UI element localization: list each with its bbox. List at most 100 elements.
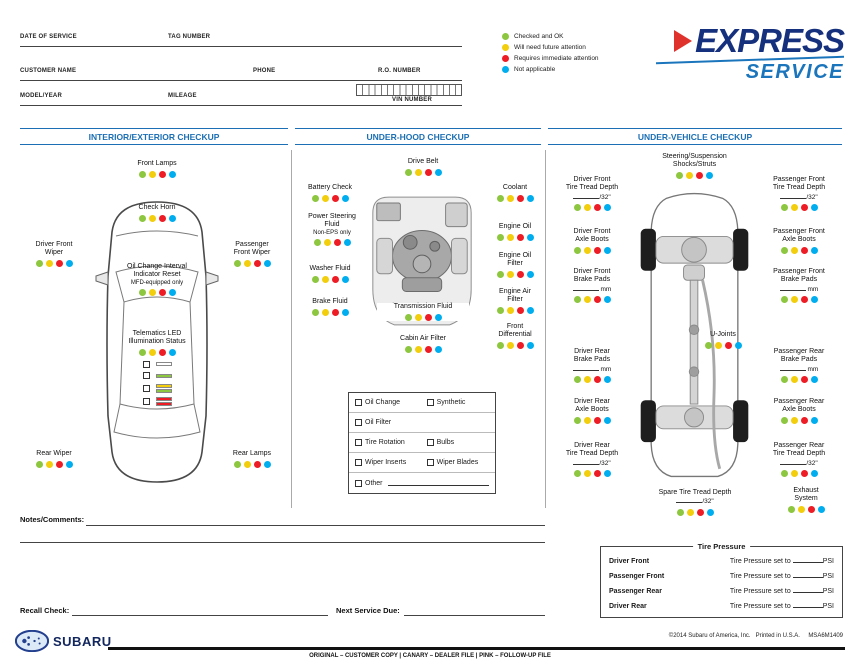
status-dot-immediate[interactable] xyxy=(424,313,432,321)
status-dot-immediate[interactable] xyxy=(253,460,261,468)
status-dot-future[interactable] xyxy=(506,342,514,349)
status-dot-immediate[interactable] xyxy=(696,508,704,516)
status-dot-ok[interactable] xyxy=(35,260,43,267)
status-dot-ok[interactable] xyxy=(496,233,504,241)
status-dot-na[interactable] xyxy=(706,172,713,179)
status-dot-future[interactable] xyxy=(686,172,693,179)
status-dot-future[interactable] xyxy=(790,417,798,424)
status-dot-future[interactable] xyxy=(506,307,514,314)
status-dot-ok[interactable] xyxy=(404,168,412,176)
status-dot-na[interactable] xyxy=(168,214,176,222)
status-dot-future[interactable] xyxy=(45,460,53,468)
status-dot-immediate[interactable] xyxy=(800,469,808,477)
date-tag-write-line[interactable] xyxy=(20,46,462,47)
status-dot-future[interactable] xyxy=(148,288,156,296)
status-dot-immediate[interactable] xyxy=(253,260,261,267)
status-dot-immediate[interactable] xyxy=(516,233,524,241)
status-dot-ok[interactable] xyxy=(780,295,788,303)
status-dot-na[interactable] xyxy=(603,295,611,303)
psi-field[interactable] xyxy=(792,588,823,593)
status-dot-na[interactable] xyxy=(810,375,818,383)
status-dot-future[interactable] xyxy=(790,203,798,211)
status-dot-future[interactable] xyxy=(323,238,331,246)
status-dot-future[interactable] xyxy=(797,506,805,513)
status-dot-ok[interactable] xyxy=(787,506,795,513)
status-dot-ok[interactable] xyxy=(496,307,504,314)
status-dot-na[interactable] xyxy=(434,168,442,176)
telematics-led-checkbox[interactable] xyxy=(142,360,150,368)
status-dot-immediate[interactable] xyxy=(424,345,432,353)
tread-depth-field[interactable] xyxy=(573,194,600,199)
status-dot-ok[interactable] xyxy=(138,288,146,296)
tread-depth-field[interactable] xyxy=(676,498,703,504)
status-dot-future[interactable] xyxy=(414,168,422,176)
status-dot-future[interactable] xyxy=(583,295,591,303)
status-dot-ok[interactable] xyxy=(780,469,788,477)
status-dot-ok[interactable] xyxy=(780,203,788,211)
status-dot-ok[interactable] xyxy=(138,349,146,356)
brake-pad-field[interactable] xyxy=(779,286,806,291)
status-dot-future[interactable] xyxy=(321,308,329,316)
status-dot-future[interactable] xyxy=(414,313,422,321)
status-dot-future[interactable] xyxy=(790,469,798,477)
other-write-line[interactable] xyxy=(387,480,489,486)
status-dot-future[interactable] xyxy=(148,170,156,178)
checkbox-oil-filter[interactable] xyxy=(355,419,362,426)
status-dot-future[interactable] xyxy=(321,194,329,202)
status-dot-immediate[interactable] xyxy=(333,238,341,246)
status-dot-na[interactable] xyxy=(603,469,611,477)
status-dot-ok[interactable] xyxy=(311,275,319,283)
status-dot-ok[interactable] xyxy=(573,469,581,477)
status-dot-na[interactable] xyxy=(810,295,818,303)
status-dot-ok[interactable] xyxy=(573,295,581,303)
status-dot-future[interactable] xyxy=(414,345,422,353)
telematics-led-checkbox[interactable] xyxy=(142,384,150,392)
status-dot-immediate[interactable] xyxy=(593,247,601,254)
next-service-write-line[interactable] xyxy=(404,615,545,616)
status-dot-future[interactable] xyxy=(714,341,722,349)
brake-pad-field[interactable] xyxy=(779,366,806,371)
status-dot-ok[interactable] xyxy=(573,247,581,254)
checkbox-wiper-inserts[interactable] xyxy=(355,459,362,466)
status-dot-future[interactable] xyxy=(583,469,591,477)
status-dot-na[interactable] xyxy=(526,307,534,314)
checkbox-tire-rotation[interactable] xyxy=(355,439,362,446)
status-dot-ok[interactable] xyxy=(313,238,321,246)
status-dot-future[interactable] xyxy=(148,349,156,356)
telematics-led-checkbox[interactable] xyxy=(142,398,150,405)
status-dot-ok[interactable] xyxy=(780,417,788,424)
status-dot-na[interactable] xyxy=(526,271,534,278)
status-dot-ok[interactable] xyxy=(780,247,788,254)
status-dot-na[interactable] xyxy=(263,260,271,267)
status-dot-na[interactable] xyxy=(734,341,742,349)
status-dot-immediate[interactable] xyxy=(516,271,524,278)
status-dot-ok[interactable] xyxy=(676,508,684,516)
status-dot-na[interactable] xyxy=(526,342,534,349)
status-dot-na[interactable] xyxy=(168,170,176,178)
status-dot-ok[interactable] xyxy=(676,172,683,179)
status-dot-future[interactable] xyxy=(506,271,514,278)
status-dot-immediate[interactable] xyxy=(800,375,808,383)
status-dot-immediate[interactable] xyxy=(158,349,166,356)
status-dot-na[interactable] xyxy=(434,313,442,321)
status-dot-na[interactable] xyxy=(810,469,818,477)
status-dot-future[interactable] xyxy=(506,233,514,241)
model-mileage-write-line[interactable] xyxy=(20,105,462,106)
status-dot-future[interactable] xyxy=(243,260,251,267)
brake-pad-field[interactable] xyxy=(572,366,599,371)
status-dot-immediate[interactable] xyxy=(55,260,63,267)
status-dot-future[interactable] xyxy=(243,460,251,468)
status-dot-immediate[interactable] xyxy=(424,168,432,176)
status-dot-na[interactable] xyxy=(341,308,349,316)
status-dot-ok[interactable] xyxy=(138,214,146,222)
status-dot-immediate[interactable] xyxy=(800,295,808,303)
status-dot-immediate[interactable] xyxy=(593,417,601,424)
status-dot-na[interactable] xyxy=(263,460,271,468)
status-dot-ok[interactable] xyxy=(311,194,319,202)
status-dot-ok[interactable] xyxy=(404,345,412,353)
psi-field[interactable] xyxy=(792,603,823,608)
status-dot-future[interactable] xyxy=(583,203,591,211)
status-dot-immediate[interactable] xyxy=(158,214,166,222)
status-dot-future[interactable] xyxy=(583,247,591,254)
status-dot-na[interactable] xyxy=(526,194,534,202)
